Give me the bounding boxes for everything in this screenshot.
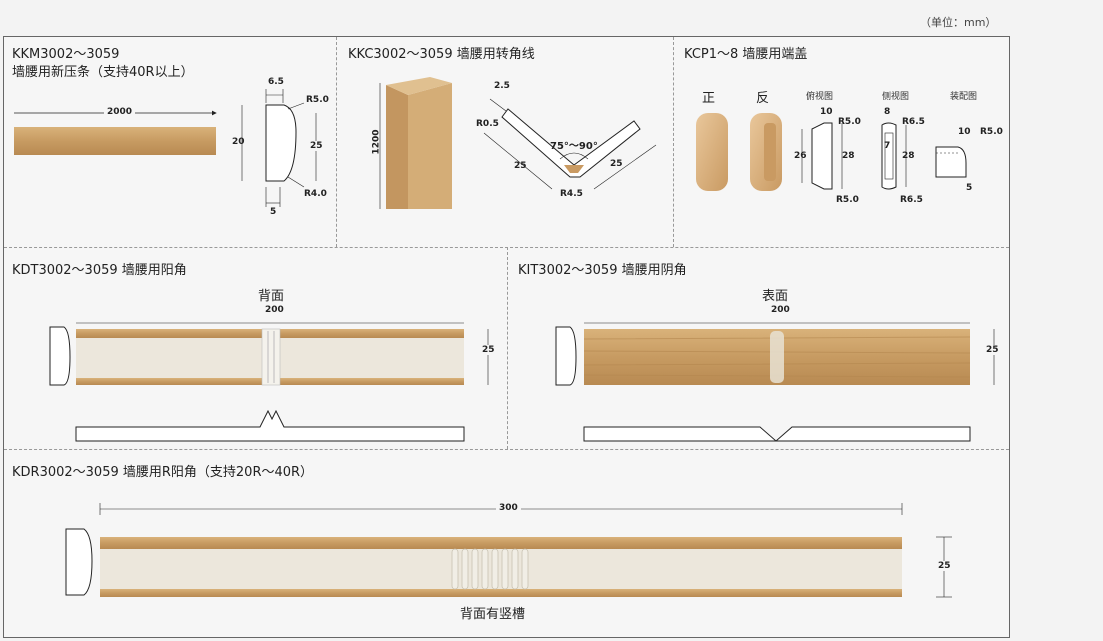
unit-label: （单位：mm） [920,16,997,29]
kit-length: 200 [768,305,793,315]
row-divider-1 [4,247,1009,248]
kkm-name: 墙腰用新压条（支持40R以上） [12,65,194,80]
kcp-drawing [696,113,967,191]
kcp-topview-label: 俯视图 [806,92,834,102]
kkm-dim-rbottom: R4.0 [304,189,327,199]
kkc-dim-r: R0.5 [476,119,499,129]
kcp-code: KCP1～8 墙腰用端盖 [684,47,808,62]
kkm-dim-rtop: R5.0 [306,95,329,105]
kcp-front-label: 正 [702,91,716,106]
kkm-dim-top: 6.5 [268,77,284,87]
col-divider-2 [673,37,674,247]
kcp-as-b: 5 [966,183,973,193]
kit-code: KIT3002～3059 墙腰用阴角 [518,263,687,278]
kkc-dim-top: 2.5 [494,81,510,91]
kkc-dim-height: 1200 [371,129,382,155]
kdt-length: 200 [262,305,287,315]
kcp-as-r: R5.0 [980,127,1003,137]
kkc-dim-rbottom: R4.5 [560,189,583,199]
kcp-sv-r: R6.5 [902,117,925,127]
kdt-face: 背面 [258,289,285,304]
kdr-drawing [65,503,952,598]
kit-drawing [555,322,995,442]
kdt-drawing [49,322,489,442]
kdr-note: 背面有竖槽 [460,607,526,622]
col-divider-3 [507,247,508,449]
kkm-code: KKM3002～3059 [12,47,120,62]
kcp-tv-r2: R5.0 [836,195,859,205]
kdr-length: 300 [496,503,521,513]
kcp-tv-w: 10 [820,107,833,117]
kdt-height: 25 [482,345,495,355]
kkc-drawing [379,77,657,209]
kkm-bar [14,127,216,155]
kkc-dim-left: 25 [514,161,527,171]
kcp-sv-w: 8 [884,107,891,117]
drawing-frame: KKM3002～3059 墙腰用新压条（支持40R以上） 2000 [3,36,1010,638]
row-divider-2 [4,449,1009,450]
kkm-drawing [14,89,317,207]
kdr-height: 25 [938,561,951,571]
col-divider-1 [336,37,337,247]
kkm-dim-right: 25 [310,141,323,151]
kdt-code: KDT3002～3059 墙腰用阳角 [12,263,187,278]
kcp-front-cap [696,113,728,191]
kkc-dim-right: 25 [610,159,623,169]
kcp-back-label: 反 [756,91,770,106]
kkc-dim-angle: 75°～90° [550,141,598,152]
kcp-tv-r: R5.0 [838,117,861,127]
kcp-as-w: 10 [958,127,971,137]
kdr-code: KDR3002～3059 墙腰用R阳角（支持20R～40R） [12,465,314,480]
kkm-dim-length: 2000 [104,107,136,117]
kcp-sv-r2: R6.5 [900,195,923,205]
kcp-assembly-label: 装配图 [950,92,978,102]
kit-face: 表面 [762,289,789,304]
kcp-tv-h1: 26 [794,151,807,161]
kkm-dim-bottom: 5 [270,207,277,217]
kit-height: 25 [986,345,999,355]
kkm-dim-left: 20 [232,137,245,147]
kcp-sv-h: 28 [902,151,915,161]
kkc-code: KKC3002～3059 墙腰用转角线 [348,47,535,62]
kcp-sideview-label: 侧视图 [882,92,910,102]
kcp-sv-in: 7 [884,141,891,151]
kcp-tv-h2: 28 [842,151,855,161]
